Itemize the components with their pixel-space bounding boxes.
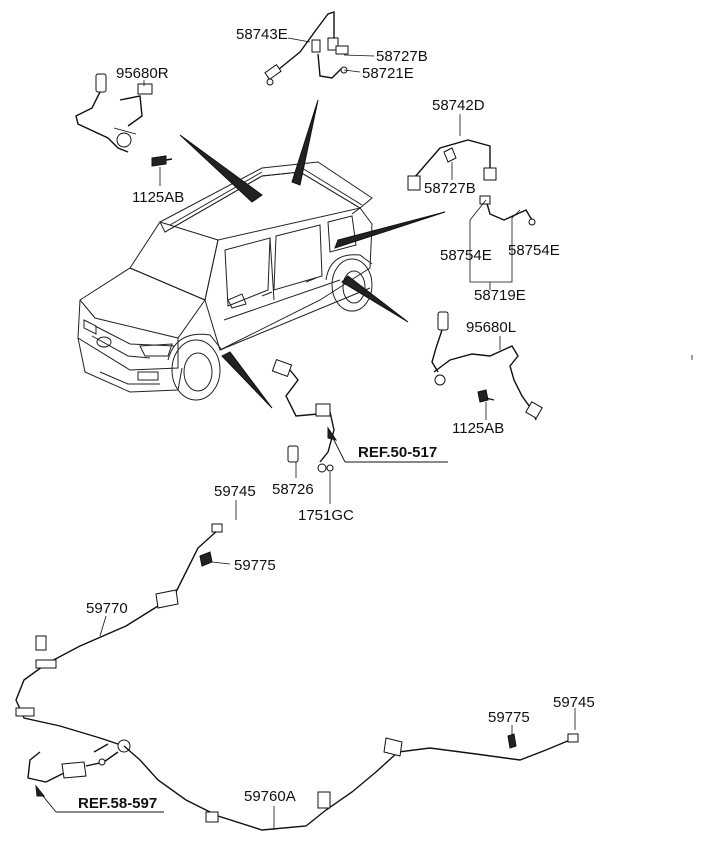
label-59775-top: 59775 [234,557,276,574]
part-58719E-brake-pipe [479,195,536,226]
part-58743E-brake-hose [264,11,349,86]
label-58727B-top: 58727B [376,48,428,65]
label-59745-right: 59745 [553,694,595,711]
label-58719E: 58719E [474,287,526,304]
part-labels: 58743E 58727B 58721E 95680R 1125AB 58742… [78,26,595,812]
label-59775-right: 59775 [488,709,530,726]
label-ref-50-517: REF.50-517 [358,444,437,461]
part-59775-spring-top [199,551,213,567]
label-58754E-right: 58754E [508,242,560,259]
label-58721E: 58721E [362,65,414,82]
ref-58-597-arrow [35,784,164,813]
label-58754E-left: 58754E [440,247,492,264]
label-58727B-right: 58727B [424,180,476,197]
part-95680L-wheel-speed-sensor [431,311,543,421]
label-1125AB-top: 1125AB [132,189,184,206]
label-59745-top: 59745 [214,483,256,500]
part-parking-brake-lever [27,743,119,783]
part-95680R-wheel-speed-sensor [75,73,153,153]
label-1751GC: 1751GC [298,507,354,524]
label-59760A: 59760A [244,788,296,805]
part-58726-brake-hose [271,358,335,473]
label-58742D: 58742D [432,97,485,114]
part-1125AB-bolt-top [151,155,173,167]
vehicle-illustration [77,161,373,401]
label-95680R: 95680R [116,65,169,82]
part-59775-spring-right [507,733,517,749]
leader-lines [99,37,693,830]
pointer-wedges [179,99,446,409]
label-58726: 58726 [272,481,314,498]
label-1125AB-right: 1125AB [452,420,504,437]
label-95680L: 95680L [466,319,516,336]
part-1125AB-bolt-right [477,389,495,403]
part-59760A-parking-brake-cable [123,733,579,831]
label-58743E: 58743E [236,26,288,43]
ref-50-517-arrow [327,426,448,463]
label-59770: 59770 [86,600,128,617]
label-ref-58-597: REF.58-597 [78,795,157,812]
part-58742D-brake-hose [407,139,497,191]
part-59770-parking-brake-cable [15,523,223,753]
